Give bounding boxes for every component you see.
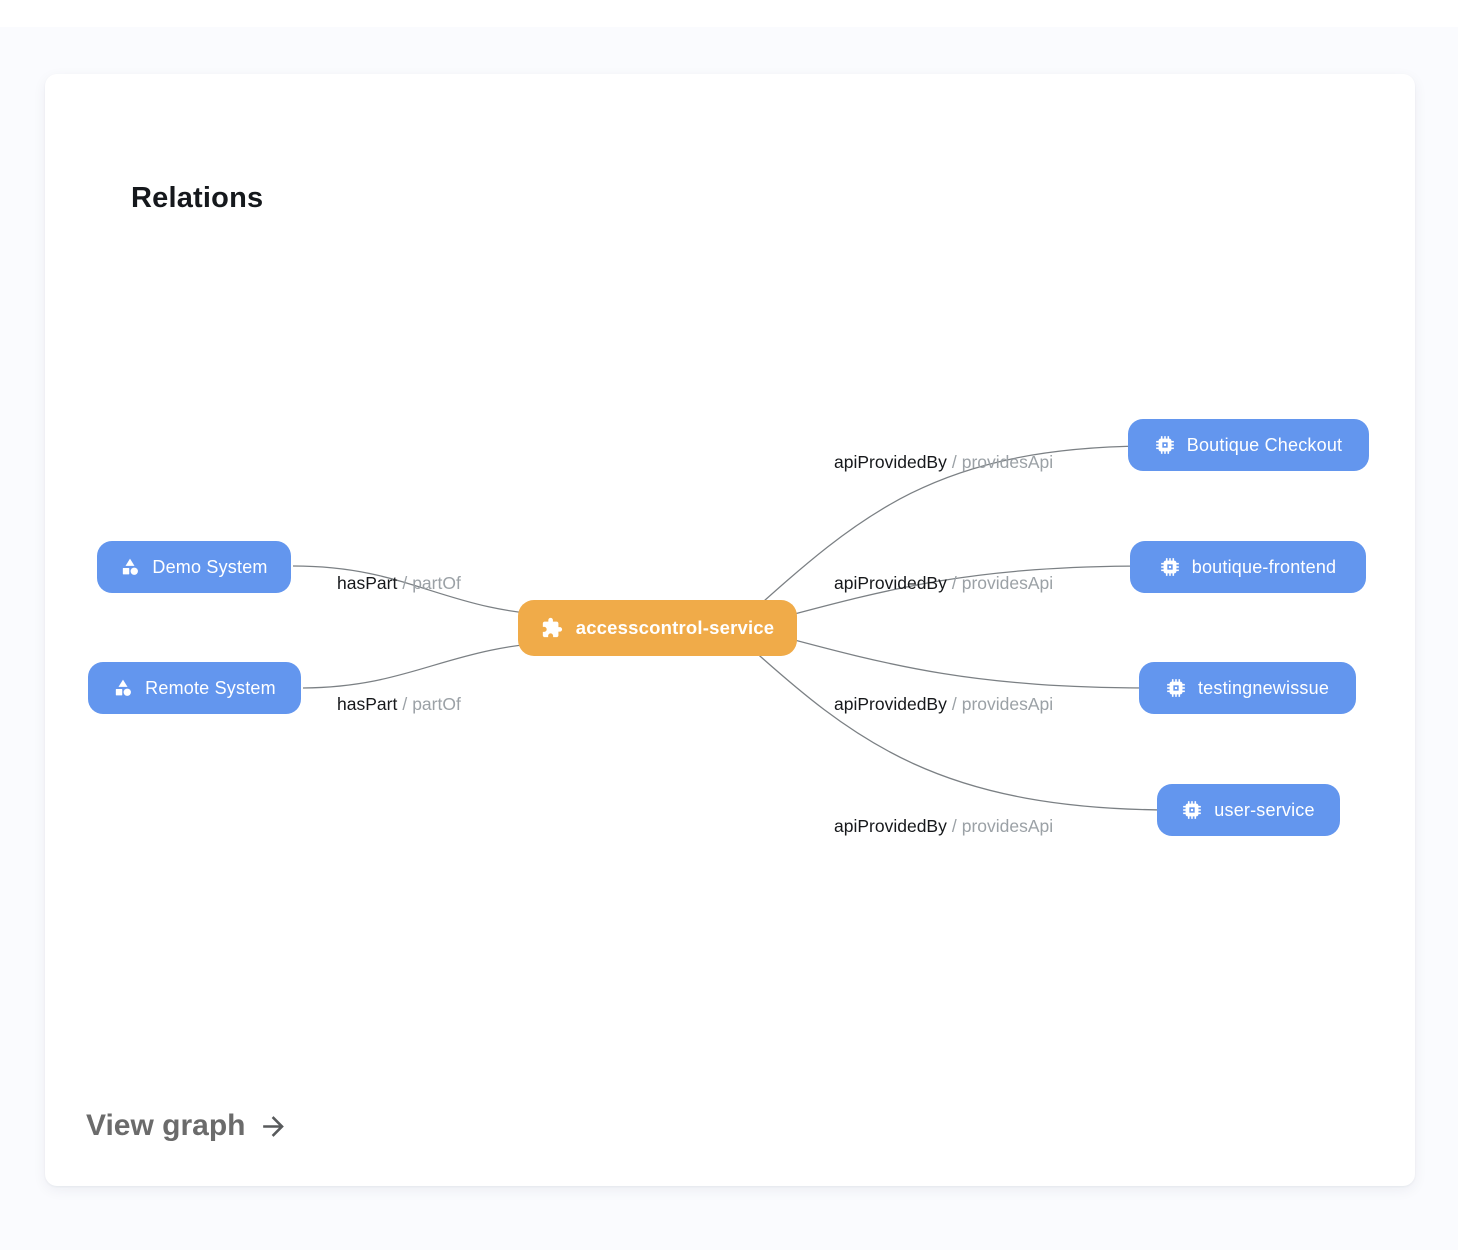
edge-label: apiProvidedBy/providesApi	[834, 814, 1053, 838]
edge-line-api-checkout	[744, 445, 1151, 619]
node-remote-system[interactable]: Remote System	[88, 662, 301, 714]
relation-separator: /	[951, 816, 957, 836]
relation-name: apiProvidedBy	[834, 694, 947, 714]
relation-inverse-name: providesApi	[961, 573, 1054, 593]
api-chip-icon	[1160, 557, 1180, 577]
edge-label: apiProvidedBy/providesApi	[834, 571, 1053, 595]
relation-inverse-name: partOf	[412, 573, 461, 593]
view-graph-link[interactable]: View graph	[86, 1109, 289, 1143]
relation-inverse-name: partOf	[412, 694, 461, 714]
edge-label: hasPart/partOf	[337, 571, 461, 595]
node-boutique-checkout[interactable]: Boutique Checkout	[1128, 419, 1369, 471]
node-accesscontrol-service[interactable]: accesscontrol-service	[518, 600, 797, 656]
api-chip-icon	[1166, 678, 1186, 698]
relation-separator: /	[402, 694, 408, 714]
view-graph-label: View graph	[86, 1109, 246, 1142]
edge-line-api-testing	[771, 633, 1156, 689]
relation-separator: /	[951, 452, 957, 472]
edge-line-api-user	[741, 639, 1181, 811]
node-label: boutique-frontend	[1191, 556, 1337, 577]
node-testingnewissue[interactable]: testingnewissue	[1139, 662, 1356, 714]
node-user-service[interactable]: user-service	[1157, 784, 1340, 836]
node-label: testingnewissue	[1197, 677, 1330, 698]
relation-name: apiProvidedBy	[834, 452, 947, 472]
system-icon	[113, 678, 133, 698]
relation-inverse-name: providesApi	[961, 694, 1054, 714]
node-demo-system[interactable]: Demo System	[97, 541, 291, 593]
card-title: Relations	[131, 182, 264, 214]
node-label: Boutique Checkout	[1186, 434, 1343, 455]
relation-name: apiProvidedBy	[834, 816, 947, 836]
relation-name: apiProvidedBy	[834, 573, 947, 593]
api-chip-icon	[1182, 800, 1202, 820]
node-label: Remote System	[145, 677, 276, 698]
relation-name: hasPart	[337, 694, 398, 714]
arrow-right-icon	[258, 1111, 289, 1142]
system-icon	[120, 557, 140, 577]
edge-label: apiProvidedBy/providesApi	[834, 692, 1053, 716]
relation-inverse-name: providesApi	[961, 816, 1054, 836]
relation-separator: /	[402, 573, 408, 593]
puzzle-icon	[541, 617, 563, 639]
node-label: user-service	[1214, 799, 1315, 820]
edge-label: apiProvidedBy/providesApi	[834, 450, 1053, 474]
relation-separator: /	[951, 694, 957, 714]
relation-inverse-name: providesApi	[961, 452, 1054, 472]
api-chip-icon	[1155, 435, 1175, 455]
edge-label: hasPart/partOf	[337, 692, 461, 716]
node-label: accesscontrol-service	[575, 617, 775, 638]
top-strip	[0, 0, 1458, 27]
relation-separator: /	[951, 573, 957, 593]
node-label: Demo System	[152, 556, 268, 577]
node-boutique-frontend[interactable]: boutique-frontend	[1130, 541, 1366, 593]
relation-name: hasPart	[337, 573, 398, 593]
edge-line-api-frontend	[771, 565, 1151, 621]
